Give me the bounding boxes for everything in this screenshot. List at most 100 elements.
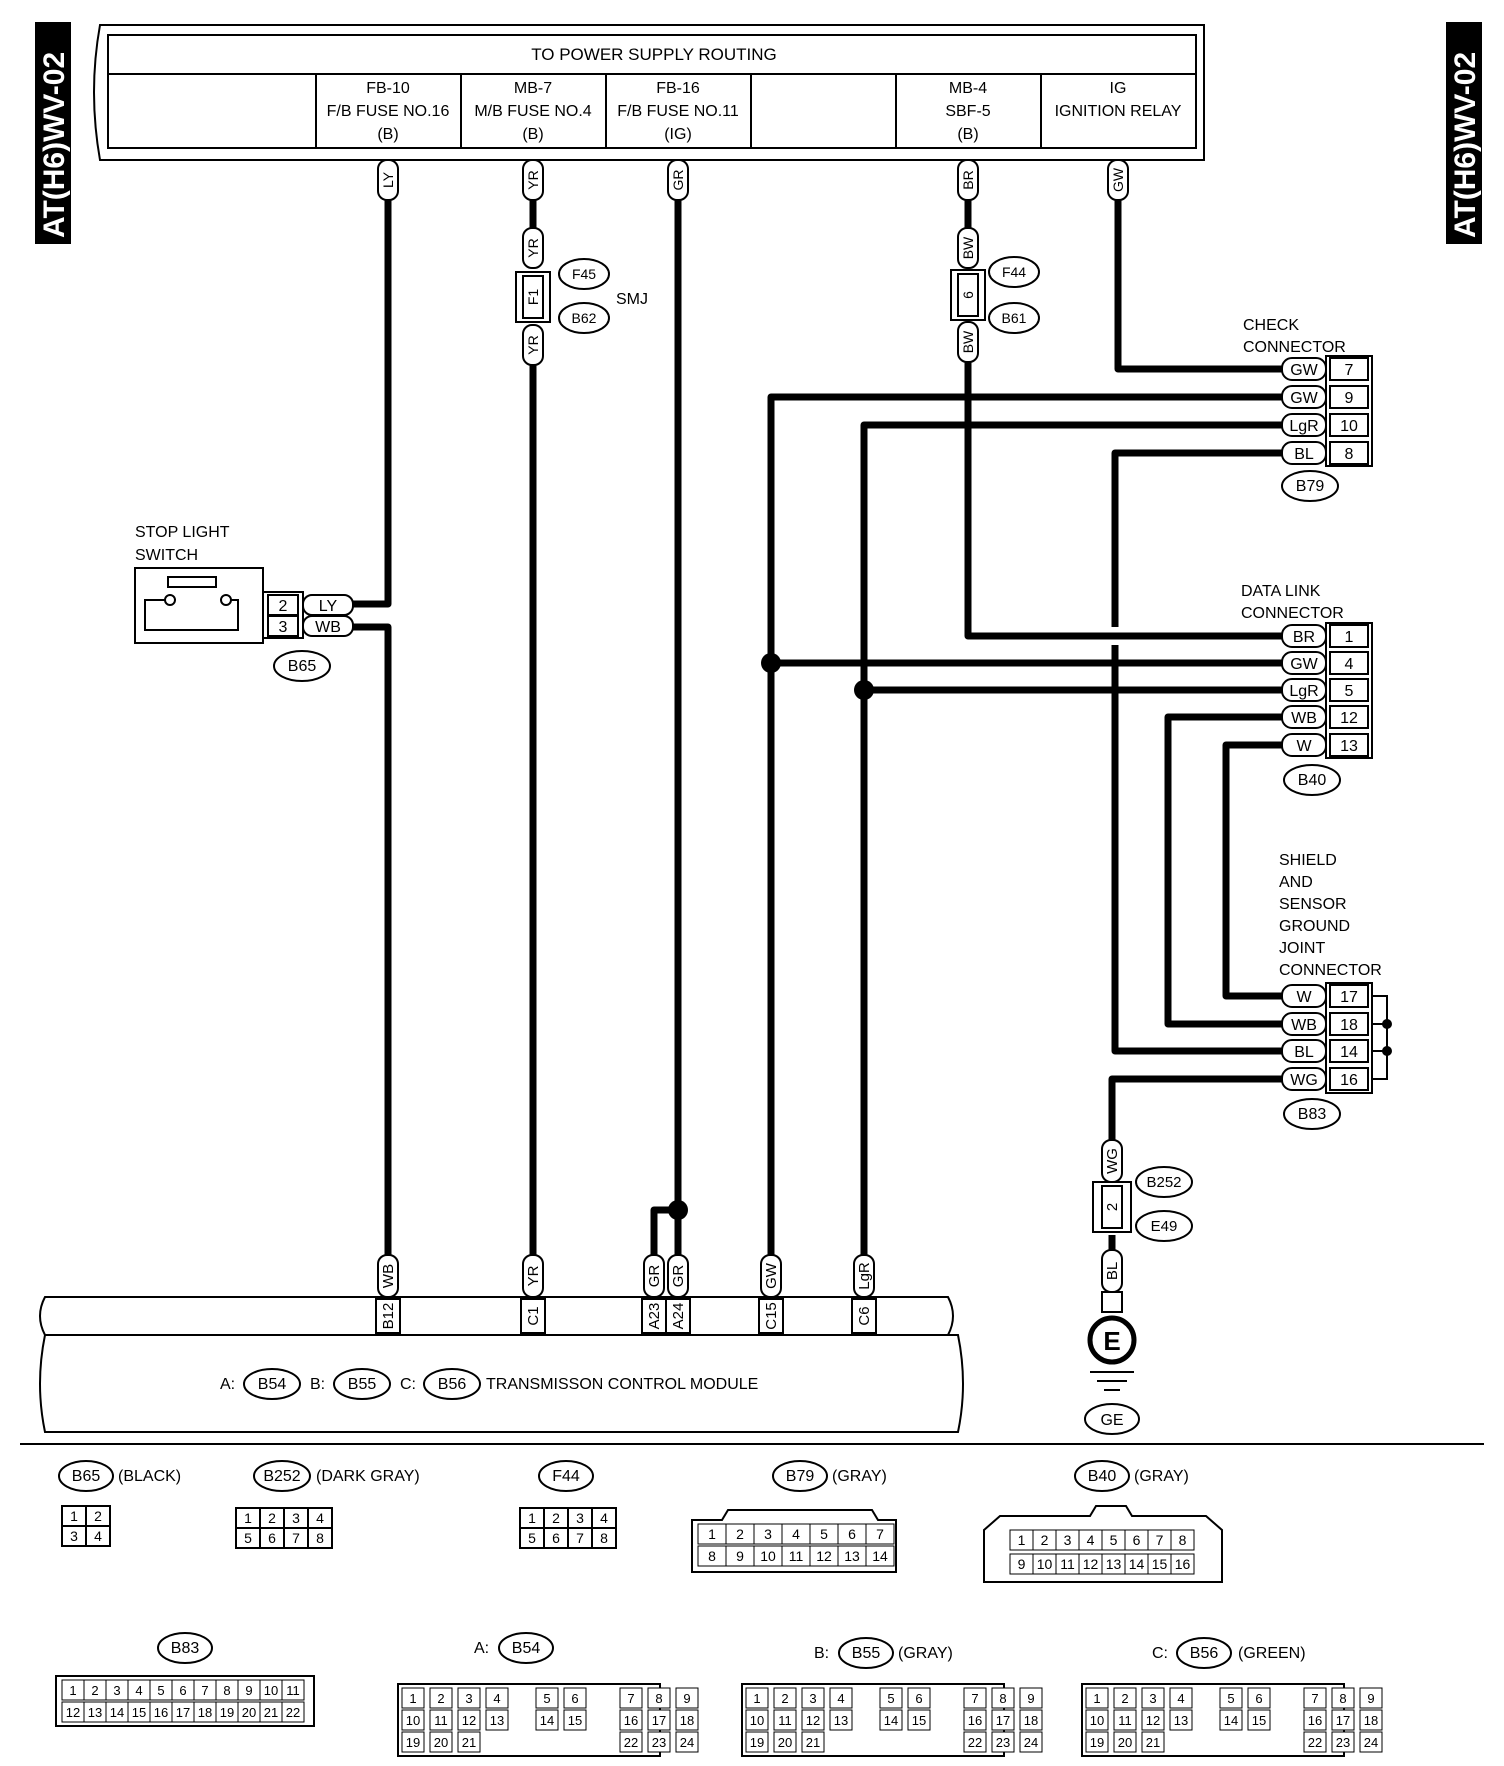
b55-r3-pin: 21: [806, 1735, 820, 1750]
svg-text:BR: BR: [1293, 629, 1315, 646]
wire-tags-top: LY YR GR BR GW: [377, 159, 1129, 201]
svg-text:A23: A23: [646, 1303, 663, 1330]
b83-bot-cell: [281, 1701, 305, 1723]
b56-r1-pin: 1: [1093, 1691, 1100, 1706]
svg-text:GW: GW: [1290, 390, 1318, 407]
b56-r2-cell: [1303, 1709, 1327, 1731]
svg-text:5: 5: [528, 1530, 536, 1546]
svg-text:7: 7: [292, 1530, 300, 1546]
b54-r1-cell: [675, 1687, 699, 1709]
svg-text:3: 3: [70, 1528, 78, 1544]
b54-r1-cell: [647, 1687, 671, 1709]
svg-text:1: 1: [1345, 629, 1354, 646]
b56-r3-cell: [1113, 1731, 1137, 1753]
b40-top-pin: 6: [1133, 1532, 1141, 1548]
b83-top-cell: [281, 1679, 305, 1701]
b54-r2-cell: [619, 1709, 643, 1731]
svg-text:(GRAY): (GRAY): [898, 1645, 953, 1662]
b55-r3-pin: 23: [996, 1735, 1010, 1750]
legend-b252-pins: 1 2 3 4 5 6 7 8: [235, 1507, 333, 1549]
b56-r3-cell: [1359, 1731, 1383, 1753]
svg-text:4: 4: [600, 1510, 608, 1526]
b56-r2-cell: [1169, 1709, 1193, 1731]
svg-text:3: 3: [576, 1510, 584, 1526]
b55-r1-cell: [879, 1687, 903, 1709]
svg-text:BL: BL: [1294, 1044, 1314, 1061]
b55-r2-pin: 14: [884, 1713, 898, 1728]
svg-text:BL: BL: [1104, 1262, 1121, 1280]
b55-r2-pin: 15: [912, 1713, 926, 1728]
b79-top-pin: 2: [736, 1526, 744, 1542]
b54-r3-pin: 23: [652, 1735, 666, 1750]
svg-text:F1: F1: [525, 289, 541, 306]
svg-text:2: 2: [94, 1508, 102, 1524]
b56-r1-cell: [1219, 1687, 1243, 1709]
b40-bot-pin: 11: [1060, 1556, 1075, 1572]
b54-r3-cell: [675, 1731, 699, 1753]
tcm-label: TRANSMISSON CONTROL MODULE: [486, 1376, 758, 1393]
legend-b65-pins: 1 2 3 4: [61, 1505, 111, 1547]
wire-tag-yr-top: YR: [522, 159, 544, 201]
b55-r3-cell: [745, 1731, 769, 1753]
svg-text:6: 6: [960, 291, 976, 299]
data-link-connector: DATA LINK CONNECTOR BR GW LgR WB W 1 4 5…: [1241, 583, 1373, 796]
b54-r1-cell: [563, 1687, 587, 1709]
svg-text:LgR: LgR: [856, 1262, 873, 1290]
b56-r2-cell: [1219, 1709, 1243, 1731]
svg-text:B83: B83: [1298, 1106, 1327, 1123]
svg-text:A24: A24: [670, 1303, 687, 1330]
b83-top-pin: 3: [113, 1683, 120, 1698]
fb10-l3: (B): [377, 126, 398, 143]
b56-r1-pin: 7: [1311, 1691, 1318, 1706]
b54-r2-pin: 18: [680, 1713, 694, 1728]
b55-r1-pin: 5: [887, 1691, 894, 1706]
fb16-l2: F/B FUSE NO.11: [617, 103, 739, 120]
b55-r1-pin: 7: [971, 1691, 978, 1706]
svg-text:CHECK: CHECK: [1243, 317, 1299, 334]
svg-text:WG: WG: [1104, 1148, 1121, 1174]
svg-text:B55: B55: [348, 1376, 377, 1393]
b83-top-pin: 1: [69, 1683, 76, 1698]
b55-r2-pin: 12: [806, 1713, 820, 1728]
svg-text:2: 2: [268, 1510, 276, 1526]
svg-text:B61: B61: [1002, 310, 1027, 326]
svg-text:YR: YR: [525, 170, 541, 189]
svg-text:6: 6: [552, 1530, 560, 1546]
b79-top-cell: [865, 1523, 895, 1545]
b56-r3-cell: [1085, 1731, 1109, 1753]
mb4-l3: (B): [957, 126, 978, 143]
b54-r1-pin: 9: [683, 1691, 690, 1706]
b54-r2-pin: 13: [490, 1713, 504, 1728]
b40-top-pin: 2: [1041, 1532, 1049, 1548]
b55-r2-cell: [991, 1709, 1015, 1731]
svg-text:JOINT: JOINT: [1279, 940, 1325, 957]
svg-text:BW: BW: [960, 236, 976, 259]
b40-bot-pin: 14: [1129, 1556, 1145, 1572]
svg-text:WB: WB: [315, 619, 341, 636]
wire-tag-gr-top: GR: [667, 159, 689, 201]
b55-r2-pin: 18: [1024, 1713, 1038, 1728]
b56-r1-cell: [1247, 1687, 1271, 1709]
svg-text:GR: GR: [646, 1265, 663, 1288]
svg-text:STOP LIGHT: STOP LIGHT: [135, 524, 230, 541]
side-label-right: AT(H6)WV-02: [1446, 22, 1482, 244]
b83-bot-pin: 22: [286, 1705, 300, 1720]
svg-text:17: 17: [1340, 989, 1358, 1006]
b54-r3-cell: [647, 1731, 671, 1753]
ground-e-symbol: E: [1103, 1326, 1120, 1356]
b54-r2-pin: 17: [652, 1713, 666, 1728]
b55-r1-pin: 3: [809, 1691, 816, 1706]
b40-top-pin: 5: [1110, 1532, 1118, 1548]
mb7-l1: MB-7: [514, 80, 552, 97]
svg-text:SENSOR: SENSOR: [1279, 896, 1347, 913]
b83-bot-pin: 13: [88, 1705, 102, 1720]
b55-r2-cell: [1019, 1709, 1043, 1731]
b54-r1-pin: 1: [409, 1691, 416, 1706]
b56-r2-pin: 11: [1118, 1713, 1132, 1728]
svg-text:(GREEN): (GREEN): [1238, 1645, 1306, 1662]
b83-bot-pin: 19: [220, 1705, 234, 1720]
